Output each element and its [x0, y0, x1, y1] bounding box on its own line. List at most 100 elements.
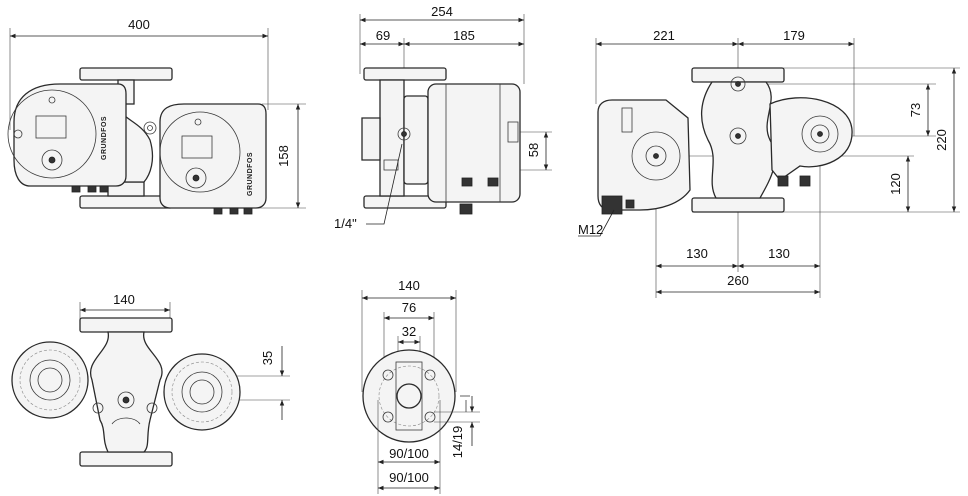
dim-side-overall: 254 — [431, 4, 453, 19]
right-connector — [243, 207, 253, 215]
bottom-small-plug — [146, 402, 158, 414]
dim-flange-pcd2: 90/100 — [389, 470, 429, 485]
rear-right-port-center — [817, 131, 823, 137]
side-connector — [487, 177, 499, 187]
leader-bolt — [578, 209, 615, 237]
left-connector — [71, 185, 81, 193]
label-thread: 1/4" — [334, 216, 357, 231]
rear-nut — [777, 175, 789, 187]
dim-side-flange: 69 — [376, 28, 390, 43]
bottom-center-plug — [117, 391, 135, 409]
bottom-rib — [111, 417, 141, 425]
flange-bolt-hole — [424, 369, 436, 381]
bottom-center-plug-core — [122, 396, 130, 404]
dim-rear-left: 221 — [653, 28, 675, 43]
right-control-ring — [185, 167, 207, 189]
side-plug-center — [401, 131, 407, 137]
dim-front-width: 400 — [128, 17, 150, 32]
rear-right-port-inner — [810, 124, 830, 144]
bottom-small-plug — [92, 402, 104, 414]
flange-bolt-hole — [382, 369, 394, 381]
top-flange — [79, 67, 173, 81]
front-view: 400 158 GRUNDFOS GRUNDFO — [7, 17, 306, 215]
dim-flange-pcd: 76 — [402, 300, 416, 315]
right-connector — [229, 207, 239, 215]
flange-bolt-hole — [424, 411, 436, 423]
right-display — [181, 135, 213, 159]
rear-terminal — [621, 107, 633, 133]
bottom-top-flange — [79, 317, 173, 333]
rear-left-port-center — [653, 153, 659, 159]
flange-bolt-hole — [382, 411, 394, 423]
bottom-left-ring — [19, 349, 81, 411]
right-led — [194, 118, 202, 126]
brand-left: GRUNDFOS — [101, 116, 108, 160]
left-connector — [87, 185, 97, 193]
rear-center-bolt-center — [735, 133, 741, 139]
left-control-button — [48, 156, 56, 164]
dim-rear-total: 260 — [727, 273, 749, 288]
dim-rear-right: 179 — [783, 28, 805, 43]
left-side-bolt — [13, 129, 23, 139]
rear-connector — [625, 199, 635, 209]
dim-rear-span-left: 130 — [686, 246, 708, 261]
right-connector — [213, 207, 223, 215]
dim-side-motor: 185 — [453, 28, 475, 43]
dim-rear-h3: 120 — [888, 173, 903, 195]
rear-left-port-inner — [645, 145, 667, 167]
dim-flange-outer: 140 — [398, 278, 420, 293]
bottom-left-inner — [29, 359, 71, 401]
rear-nut — [799, 175, 811, 187]
dim-bottom-width: 140 — [113, 292, 135, 307]
side-inlet — [361, 117, 381, 161]
left-motor-outline — [7, 89, 97, 179]
side-top-flange — [363, 67, 447, 81]
rear-view: 221 179 73 220 120 130 130 260 — [578, 28, 960, 298]
dim-rear-h2: 220 — [934, 129, 949, 151]
bottom-right-ring — [171, 361, 233, 423]
vent-plug — [143, 121, 157, 135]
rear-bottom-flange — [691, 197, 785, 213]
rear-left-port — [631, 131, 681, 181]
side-motor — [427, 83, 521, 203]
vent-plug-center — [147, 125, 153, 131]
leader-thread — [366, 143, 403, 225]
rear-center-bolt — [729, 127, 747, 145]
right-control-button — [192, 174, 200, 182]
flange-pcd-circle — [378, 365, 440, 427]
flange-slot — [395, 361, 423, 431]
bottom-right-port — [163, 353, 241, 431]
bottom-right-core — [189, 379, 215, 405]
side-view: 254 69 185 58 1/4" — [334, 4, 552, 231]
dim-flange-bore: 32 — [402, 324, 416, 339]
bottom-left-core — [37, 367, 63, 393]
dim-rear-h1: 73 — [908, 103, 923, 117]
side-socket — [507, 121, 519, 143]
rear-top-bolt — [730, 76, 746, 92]
bottom-bottom-flange — [79, 451, 173, 467]
left-control-ring — [41, 149, 63, 171]
dim-front-height: 158 — [276, 145, 291, 167]
side-connector — [459, 203, 473, 215]
dim-flange-holes: 14/19 — [450, 426, 465, 459]
bottom-right-inner — [181, 371, 223, 413]
rear-right-chamber — [769, 97, 853, 181]
dim-bottom-offset: 35 — [260, 351, 275, 365]
side-motor-collar — [403, 95, 429, 185]
dim-rear-span-right: 130 — [768, 246, 790, 261]
left-connector — [99, 185, 109, 193]
rear-cable-box — [601, 195, 623, 215]
dim-side-height: 58 — [526, 143, 541, 157]
brand-right: GRUNDFOS — [247, 152, 254, 196]
label-bolt: M12 — [578, 222, 603, 237]
rear-top-flange — [691, 67, 785, 83]
flange-bore — [396, 383, 422, 409]
dim-flange-pcd1: 90/100 — [389, 446, 429, 461]
flange-view: 140 76 32 14/19 90/100 90/100 — [361, 278, 480, 494]
rear-housing — [700, 81, 776, 199]
rear-top-bolt-center — [735, 81, 741, 87]
left-display — [35, 115, 67, 139]
side-plug — [397, 127, 411, 141]
rear-right-port — [801, 115, 839, 153]
